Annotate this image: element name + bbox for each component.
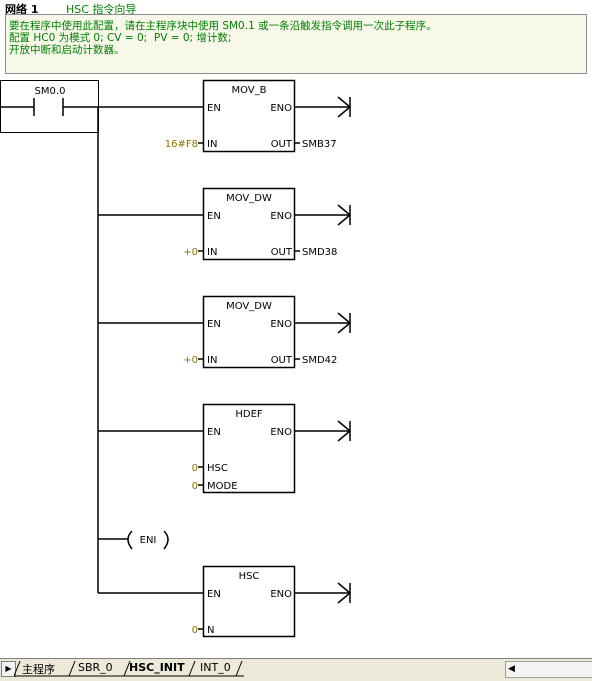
comment-line: 开放中断和启动计数器。 xyxy=(9,44,125,56)
tab-bar: ▶ 主程序 SBR_0 HSC_INIT INT_0 ◀ xyxy=(0,658,592,681)
tab-scroll-left-icon[interactable]: ▶ xyxy=(1,661,16,677)
out-value: SMD38 xyxy=(302,247,337,258)
out-value: SMD42 xyxy=(302,355,337,366)
in-pin: IN xyxy=(207,139,217,150)
in-pin: IN xyxy=(207,247,217,258)
hsc-box[interactable] xyxy=(202,565,296,638)
eno-pin: ENO xyxy=(270,427,292,438)
scroll-left-icon[interactable]: ◀ xyxy=(508,664,515,674)
out-pin: OUT xyxy=(271,247,293,258)
network-number: 网络 1 xyxy=(5,3,39,16)
n-pin: N xyxy=(207,625,214,636)
box-name: MOV_DW xyxy=(226,301,272,312)
network-comment[interactable]: 要在程序中使用此配置，请在主程序块中使用 SM0.1 或一条沿触发指令调用一次此… xyxy=(5,14,587,74)
hsc-value: 0 xyxy=(192,463,198,474)
tab-sbr-0[interactable]: SBR_0 xyxy=(78,661,113,674)
en-pin: EN xyxy=(207,103,221,114)
box-name: MOV_DW xyxy=(226,193,272,204)
in-value: +0 xyxy=(183,355,198,366)
mode-pin: MODE xyxy=(207,481,238,492)
comment-line: 要在程序中使用此配置，请在主程序块中使用 SM0.1 或一条沿触发指令调用一次此… xyxy=(9,20,437,32)
eno-pin: ENO xyxy=(270,589,292,600)
mov-dw-box[interactable] xyxy=(202,295,296,369)
hsc-pin: HSC xyxy=(207,463,228,474)
out-pin: OUT xyxy=(271,355,293,366)
in-pin: IN xyxy=(207,355,217,366)
mode-value: 0 xyxy=(192,481,198,492)
box-name: HSC xyxy=(239,571,260,582)
in-value: 16#F8 xyxy=(165,139,198,150)
tab-hsc-init[interactable]: HSC_INIT xyxy=(129,661,185,674)
contact-selection xyxy=(0,80,99,133)
eno-pin: ENO xyxy=(270,319,292,330)
eno-pin: ENO xyxy=(270,103,292,114)
hdef-box[interactable] xyxy=(202,403,296,494)
coil-right-paren xyxy=(163,530,169,550)
contact-label[interactable]: SM0.0 xyxy=(35,86,66,97)
horizontal-scrollbar[interactable]: ◀ xyxy=(505,661,592,678)
tab-main-program[interactable]: 主程序 xyxy=(22,663,55,676)
mov-dw-box[interactable] xyxy=(202,187,296,261)
en-pin: EN xyxy=(207,427,221,438)
out-value: SMB37 xyxy=(302,139,337,150)
box-name: MOV_B xyxy=(231,85,266,96)
network-title: HSC 指令向导 xyxy=(66,3,137,16)
out-pin: OUT xyxy=(271,139,293,150)
mov-b-box[interactable] xyxy=(202,79,296,153)
n-value: 0 xyxy=(192,625,198,636)
coil-left-paren xyxy=(127,530,133,550)
en-pin: EN xyxy=(207,589,221,600)
en-pin: EN xyxy=(207,319,221,330)
eni-coil-label[interactable]: ENI xyxy=(140,535,157,546)
tab-outline xyxy=(14,660,244,677)
comment-line: 配置 HC0 为模式 0; CV = 0; PV = 0; 增计数; xyxy=(9,32,232,44)
in-value: +0 xyxy=(183,247,198,258)
en-pin: EN xyxy=(207,211,221,222)
eno-pin: ENO xyxy=(270,211,292,222)
box-name: HDEF xyxy=(235,409,263,420)
ladder-diagram: SM0.0 MOV_B EN ENO IN OUT 16#F8 SMB37 MO… xyxy=(0,79,352,638)
tab-int-0[interactable]: INT_0 xyxy=(200,661,231,674)
